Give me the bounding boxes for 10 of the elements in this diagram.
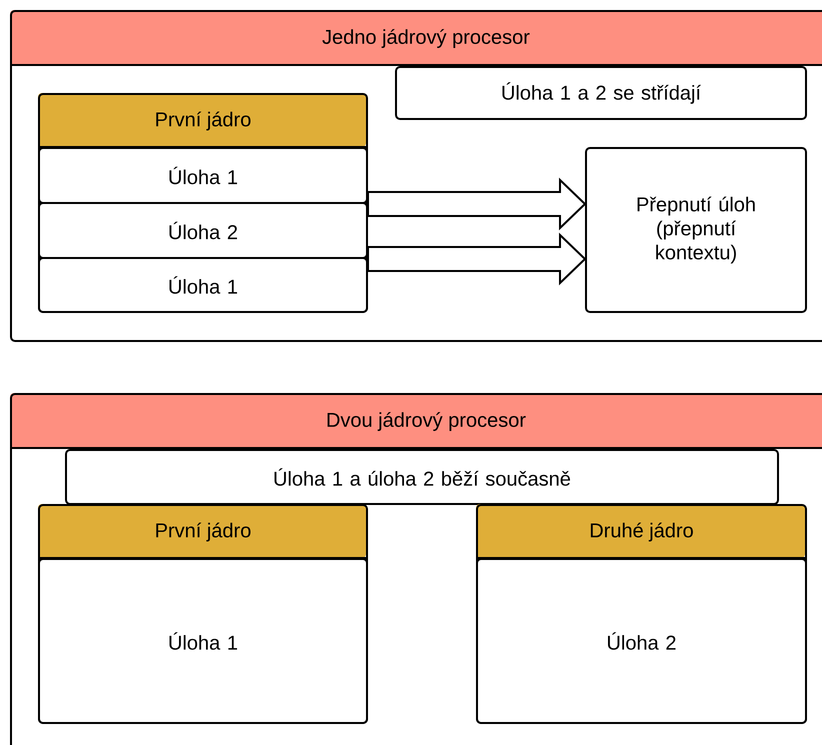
task-box: Úloha 2 (476, 558, 807, 724)
task-box: Úloha 1 (38, 257, 368, 313)
block-arrow (367, 232, 586, 286)
task-box: Úloha 1 a 2 se střídají (395, 66, 807, 120)
task-box: Přepnutí úloh (přepnutí kontextu) (585, 147, 807, 313)
task-box: Úloha 1 a úloha 2 běží současně (65, 449, 779, 505)
task-box: Úloha 2 (38, 202, 368, 259)
task-box: Úloha 1 (38, 558, 368, 724)
block-arrow (367, 178, 586, 230)
task-box: Úloha 1 (38, 147, 368, 204)
